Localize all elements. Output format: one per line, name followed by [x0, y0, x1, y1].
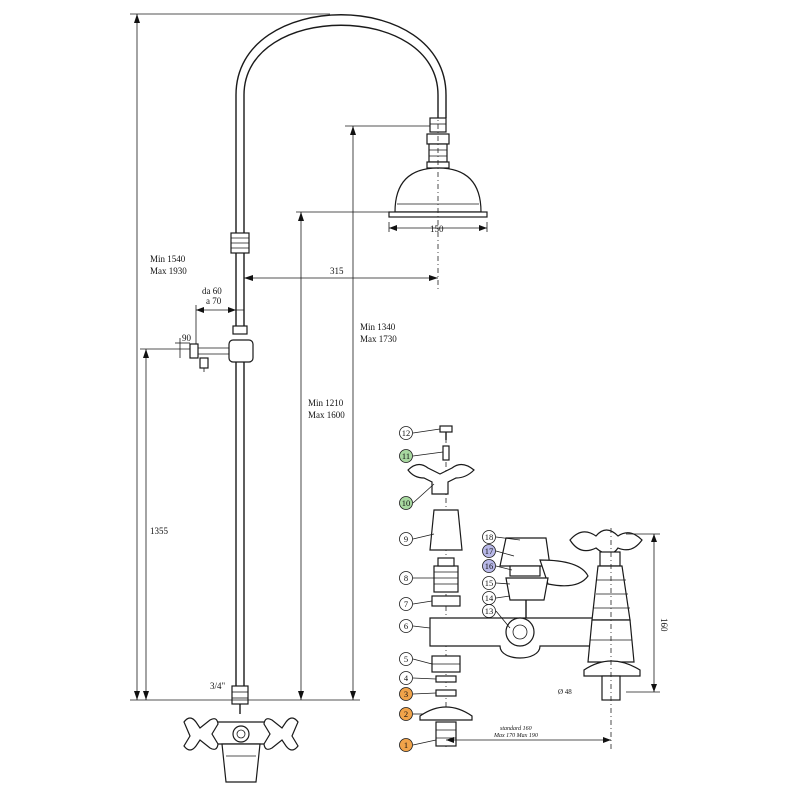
- connection-height-label: 1355: [150, 526, 169, 536]
- right-cross-handle: [263, 717, 299, 751]
- part-callout-15-marker: [482, 576, 496, 590]
- part-callout-3-marker: [399, 687, 413, 701]
- part-callout-17-marker: [482, 544, 496, 558]
- part-callout-7-marker: [399, 597, 413, 611]
- part-callout-3-label: 3: [404, 689, 408, 699]
- part-callout-16-label: 16: [485, 561, 494, 571]
- part-callout-16-marker: [482, 559, 496, 573]
- part-callout-11-label: 11: [402, 451, 410, 461]
- part-callout-11-marker: [399, 449, 413, 463]
- part-callout-12-label: 12: [402, 428, 411, 438]
- part-callout-18-marker: [482, 530, 496, 544]
- part-callout-17-label: 17: [485, 546, 494, 556]
- tap-spacing-standard: standard 160: [500, 726, 532, 732]
- arm-reach-label: 315: [330, 266, 344, 276]
- shower-head: [388, 112, 488, 290]
- part-callout-6-marker: [399, 619, 413, 633]
- column-dimensions: [134, 14, 488, 700]
- part-callout-18-label: 18: [485, 532, 494, 542]
- wall-plate: [189, 343, 199, 359]
- head-height-min: Min 1340: [360, 322, 396, 332]
- part-callout-1-label: 1: [404, 740, 408, 750]
- part-callout-2-marker: [399, 707, 413, 721]
- part-callout-14-label: 14: [485, 593, 494, 603]
- bracket-adjust-min: da 60: [202, 286, 222, 296]
- part-callout-1-marker: [399, 738, 413, 752]
- part-callout-13-label: 13: [485, 606, 494, 616]
- face-height-min: Min 1210: [308, 398, 344, 408]
- part-callout-4-marker: [399, 671, 413, 685]
- mixer-spout: [221, 743, 261, 783]
- part-callout-10-label: 10: [402, 498, 411, 508]
- inlet-diameter-label: Ø 48: [558, 688, 572, 696]
- part-callout-4-label: 4: [404, 673, 409, 683]
- face-height-max: Max 1600: [308, 410, 345, 420]
- bracket-offset-label: 90: [182, 333, 192, 343]
- part-callout-9-marker: [399, 532, 413, 546]
- exploded-mixer: [407, 425, 660, 750]
- part-callout-10-marker: [399, 496, 413, 510]
- part-callout-5-marker: [399, 652, 413, 666]
- left-cross-handle: [183, 717, 219, 751]
- part-callout-12-marker: [399, 426, 413, 440]
- wall-anchor: [199, 357, 209, 369]
- part-callout-6-label: 6: [404, 621, 408, 631]
- total-height-min: Min 1540: [150, 254, 186, 264]
- tap-spacing-range: Max 170 Max 190: [493, 733, 538, 739]
- total-height-max: Max 1930: [150, 266, 187, 276]
- part-callout-2-label: 2: [404, 709, 408, 719]
- head-height-max: Max 1730: [360, 334, 397, 344]
- tap-height-label: 160: [659, 618, 669, 632]
- part-callout-8-label: 8: [404, 573, 408, 583]
- inlet-thread-label: 3/4": [210, 681, 226, 691]
- part-callout-8-marker: [399, 571, 413, 585]
- part-callout-14-marker: [482, 591, 496, 605]
- wall-bracket: [228, 339, 254, 363]
- part-callout-9-label: 9: [404, 534, 408, 544]
- lower-coupling: [231, 685, 249, 705]
- part-callout-15-label: 15: [485, 578, 494, 588]
- bracket-adjust-max: a 70: [206, 296, 222, 306]
- part-callout-7-label: 7: [404, 599, 408, 609]
- part-callout-5-label: 5: [404, 654, 408, 664]
- head-diameter-label: 150: [430, 224, 444, 234]
- shower-column: [130, 13, 447, 783]
